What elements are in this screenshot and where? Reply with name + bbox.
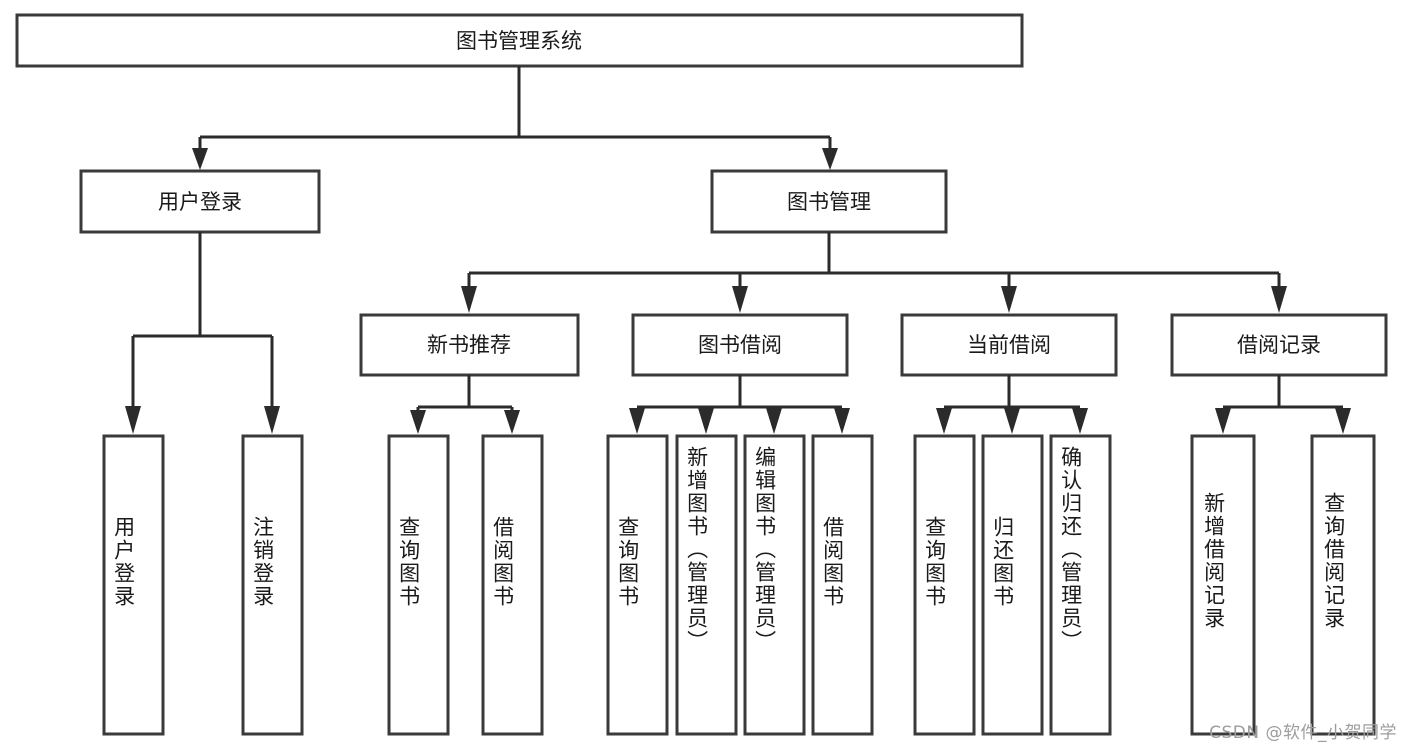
leaf-label-query-book-2: 查询图书 (615, 516, 640, 608)
leaf-box-borrow-book-1[interactable] (481, 434, 544, 736)
leaf-label-confirm-return: 确认归还（管理员） (1058, 446, 1083, 653)
leaf-label-edit-book: 编辑图书（管理员） (752, 446, 777, 653)
leaf-box-confirm-return[interactable] (1049, 434, 1112, 736)
leaf-label-query-book-3: 查询图书 (922, 516, 947, 608)
leaf-box-query-book-1[interactable] (387, 434, 450, 736)
csdn-watermark: CSDN @软件_小贺同学 (1209, 723, 1397, 743)
arrow-head-user-login (192, 148, 208, 170)
leaf-box-edit-book[interactable] (743, 434, 806, 736)
arrow-head-leaf-return-book (1004, 408, 1020, 434)
leaf-box-return-book[interactable] (981, 434, 1044, 736)
arrow-head-leaf-add-record (1215, 408, 1231, 434)
arrow-head-leaf-borrow-book-2 (834, 408, 850, 434)
node-current-borrow-box[interactable] (900, 313, 1118, 377)
arrow-head-leaf-query-book-3 (936, 408, 952, 434)
node-new-book-recommend-label: 新书推荐 (427, 333, 511, 357)
node-root-label: 图书管理系统 (456, 29, 582, 53)
arrow-head-leaf-edit-book (766, 408, 782, 434)
leaf-box-query-record[interactable] (1310, 434, 1376, 736)
arrow-head-leaf-borrow-book-1 (504, 410, 520, 434)
node-user-login-box[interactable] (79, 169, 321, 234)
leaf-box-query-book-3[interactable] (913, 434, 976, 736)
leaf-box-query-book-2[interactable] (606, 434, 669, 736)
node-book-management-label: 图书管理 (787, 190, 871, 214)
arrow-head-leaf-query-book-2 (629, 408, 645, 434)
leaf-label-query-book-1: 查询图书 (396, 516, 421, 608)
leaf-label-borrow-book-2: 借阅图书 (820, 516, 845, 608)
leaf-box-add-record[interactable] (1190, 434, 1256, 736)
node-borrow-record-label: 借阅记录 (1237, 333, 1321, 357)
arrow-head-new-book-recommend (461, 286, 477, 313)
leaf-label-logout: 注销登录 (250, 516, 275, 608)
leaf-box-add-book[interactable] (675, 434, 738, 736)
arrow-head-leaf-query-book-1 (410, 410, 426, 434)
arrow-head-current-borrow (1001, 286, 1017, 313)
arrow-head-book-management (822, 148, 838, 170)
arrow-head-book-borrow (732, 286, 748, 313)
leaf-box-borrow-book-2[interactable] (811, 434, 874, 736)
arrow-head-leaf-confirm-return (1072, 408, 1088, 434)
leaf-label-user-login: 用户登录 (111, 516, 136, 608)
leaf-box-logout[interactable] (241, 434, 304, 736)
arrow-head-leaf-add-book (698, 408, 714, 434)
node-book-borrow-label: 图书借阅 (698, 333, 782, 357)
leaf-box-user-login[interactable] (102, 434, 165, 736)
leaf-label-query-record: 查询借阅记录 (1321, 492, 1346, 630)
arrow-head-leaf-user-login (125, 406, 141, 434)
arrow-head-borrow-record (1271, 286, 1287, 313)
leaf-label-add-record: 新增借阅记录 (1201, 492, 1226, 630)
node-new-book-recommend-box[interactable] (359, 313, 580, 377)
leaf-label-borrow-book-1: 借阅图书 (490, 516, 515, 608)
leaf-label-add-book: 新增图书（管理员） (684, 446, 709, 653)
node-current-borrow-label: 当前借阅 (967, 333, 1051, 357)
node-user-login-label: 用户登录 (158, 190, 242, 214)
arrow-head-leaf-query-record (1335, 408, 1351, 434)
leaf-label-return-book: 归还图书 (990, 516, 1015, 608)
node-root-box[interactable] (15, 13, 1024, 68)
arrow-head-leaf-logout (264, 406, 280, 434)
